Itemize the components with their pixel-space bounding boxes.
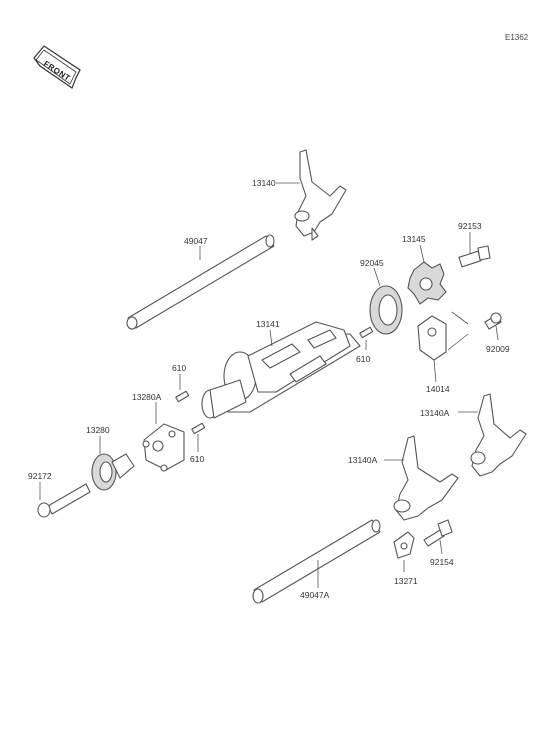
star-plate-13145 bbox=[407, 261, 447, 305]
label-92172: 92172 bbox=[28, 471, 52, 481]
diagram-code: E1362 bbox=[505, 33, 529, 42]
label-13140A-front: 13140A bbox=[348, 455, 378, 465]
label-13280: 13280 bbox=[86, 425, 110, 435]
label-13271: 13271 bbox=[394, 576, 418, 586]
label-92009: 92009 bbox=[486, 344, 510, 354]
shift-fork-upper bbox=[294, 149, 347, 241]
label-49047A: 49047A bbox=[300, 590, 330, 600]
bolt-92172 bbox=[37, 483, 91, 518]
label-49047: 49047 bbox=[184, 236, 208, 246]
leader-lines bbox=[39, 182, 499, 588]
label-13140: 13140 bbox=[252, 178, 276, 188]
label-610-a: 610 bbox=[172, 363, 186, 373]
label-92045: 92045 bbox=[360, 258, 384, 268]
shift-rod-upper bbox=[126, 234, 275, 330]
bearing-92045 bbox=[369, 285, 403, 335]
label-13280A: 13280A bbox=[132, 392, 162, 402]
lever-13271 bbox=[393, 531, 415, 559]
front-arrow-icon bbox=[33, 45, 81, 89]
label-14014: 14014 bbox=[426, 384, 450, 394]
label-610-b: 610 bbox=[356, 354, 370, 364]
cam-13280A bbox=[142, 423, 185, 472]
pin-610-c bbox=[191, 422, 206, 435]
pin-610-b bbox=[359, 326, 374, 339]
shift-fork-13140A-rear bbox=[470, 393, 527, 477]
label-92153: 92153 bbox=[458, 221, 482, 231]
bolt-92154 bbox=[423, 519, 453, 547]
bolt-92009 bbox=[484, 312, 502, 330]
shift-drum-13141 bbox=[201, 321, 361, 419]
label-13145: 13145 bbox=[402, 234, 426, 244]
label-13140A-rear: 13140A bbox=[420, 408, 450, 418]
pin-610-a bbox=[175, 390, 190, 403]
holder-14014 bbox=[417, 315, 447, 361]
bolt-92153 bbox=[458, 245, 491, 268]
shift-rod-lower bbox=[252, 519, 381, 604]
shift-fork-13140A-front bbox=[393, 435, 459, 521]
part-labels: 13140 49047 13145 92153 92045 13141 610 … bbox=[28, 178, 510, 600]
label-13141: 13141 bbox=[256, 319, 280, 329]
bearing-13280 bbox=[91, 453, 135, 491]
label-610-c: 610 bbox=[190, 454, 204, 464]
label-92154: 92154 bbox=[430, 557, 454, 567]
